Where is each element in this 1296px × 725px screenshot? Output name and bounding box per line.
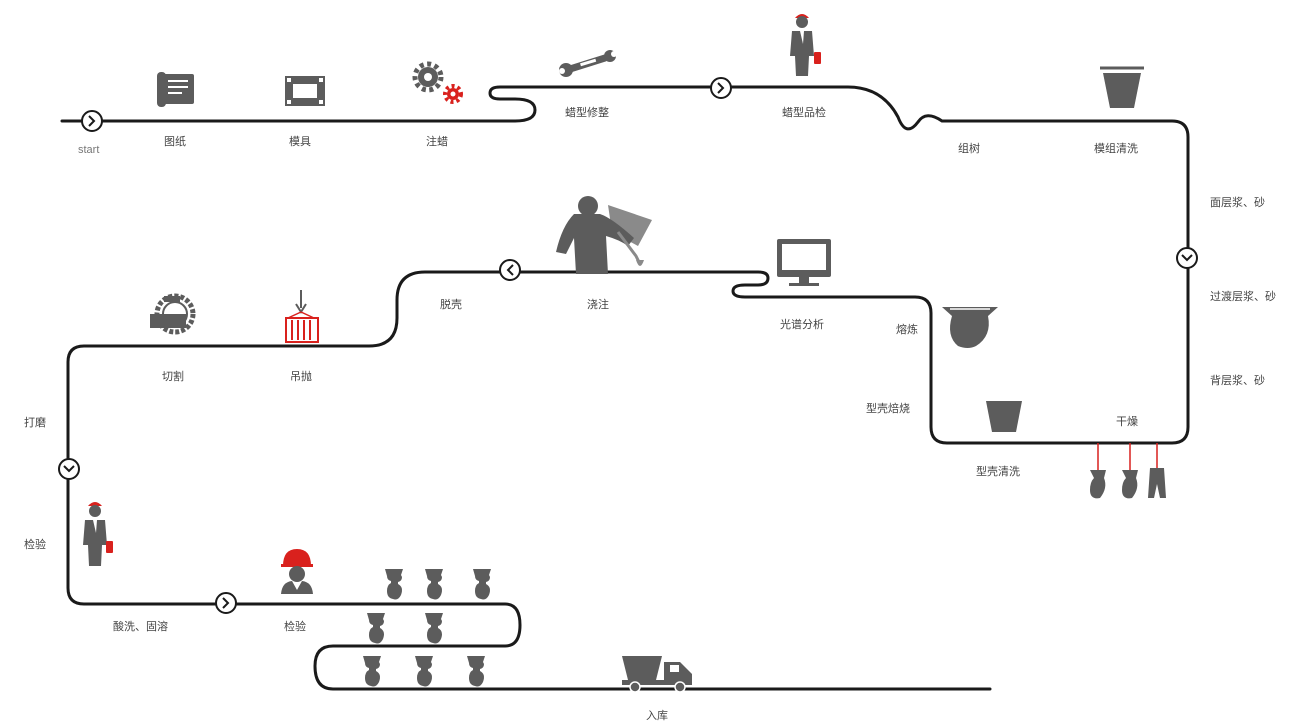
label-wax-injection: 注蜡 [426, 135, 448, 148]
label-spectral-analysis: 光谱分析 [780, 318, 824, 331]
arrow-down-icon [1176, 247, 1198, 269]
process-flow-line [60, 85, 1190, 691]
label-grinding: 打磨 [24, 416, 46, 429]
label-assembly: 组树 [958, 142, 980, 155]
crane-container-icon [285, 290, 319, 343]
casting-part-icon [473, 569, 491, 600]
gears-icon [412, 61, 463, 104]
arrow-down-icon [58, 458, 80, 480]
castings-hanging-icon [1090, 443, 1166, 499]
casting-part-icon [425, 613, 443, 644]
label-hoisting: 吊抛 [290, 370, 312, 383]
crucible-icon [942, 307, 998, 348]
label-face-coat: 面层浆、砂 [1210, 196, 1265, 209]
casting-part-icon [385, 569, 403, 600]
label-smelting: 熔炼 [896, 323, 918, 336]
casting-part-icon [425, 569, 443, 600]
label-pickling: 酸洗、固溶 [113, 620, 168, 633]
label-cluster-cleaning: 模组清洗 [1094, 142, 1138, 155]
arrow-left-icon [499, 259, 521, 281]
wrench-icon [559, 50, 617, 77]
casting-part-icon [415, 656, 433, 687]
label-shell-baking: 型壳焙烧 [866, 402, 910, 415]
bucket-icon [1100, 66, 1144, 108]
label-warehousing: 入库 [646, 709, 668, 722]
label-wax-trimming: 蜡型修整 [565, 106, 609, 119]
inspector-icon [83, 502, 113, 566]
label-pouring: 浇注 [587, 298, 609, 311]
label-start: start [78, 144, 100, 156]
helmet-worker-icon [281, 549, 313, 594]
label-cutting: 切割 [162, 370, 184, 383]
mold-icon [285, 76, 325, 106]
truck-icon [622, 656, 692, 693]
inspector-icon [790, 14, 821, 76]
blueprint-icon [157, 72, 194, 107]
casting-part-icon [467, 656, 485, 687]
arrow-right-icon [710, 77, 732, 99]
label-mold: 模具 [289, 135, 311, 148]
bucket-icon [986, 401, 1022, 432]
label-inspection-2: 检验 [284, 620, 306, 633]
pouring-worker-icon [556, 196, 652, 274]
label-shell-removal: 脱壳 [440, 298, 462, 311]
arrow-right-icon [215, 592, 237, 614]
label-inspection-1: 检验 [24, 538, 46, 551]
circular-saw-icon [150, 293, 196, 335]
label-back-coat: 背层浆、砂 [1210, 374, 1265, 387]
label-wax-inspection: 蜡型品检 [782, 106, 826, 119]
casting-part-icon [363, 656, 381, 687]
label-drying: 干燥 [1116, 415, 1138, 428]
label-shell-cleaning: 型壳清洗 [976, 465, 1020, 478]
monitor-icon [777, 239, 831, 286]
casting-part-icon [367, 613, 385, 644]
label-drawing: 图纸 [164, 135, 186, 148]
arrow-right-icon [81, 110, 103, 132]
label-transition-coat: 过渡层浆、砂 [1210, 290, 1276, 303]
